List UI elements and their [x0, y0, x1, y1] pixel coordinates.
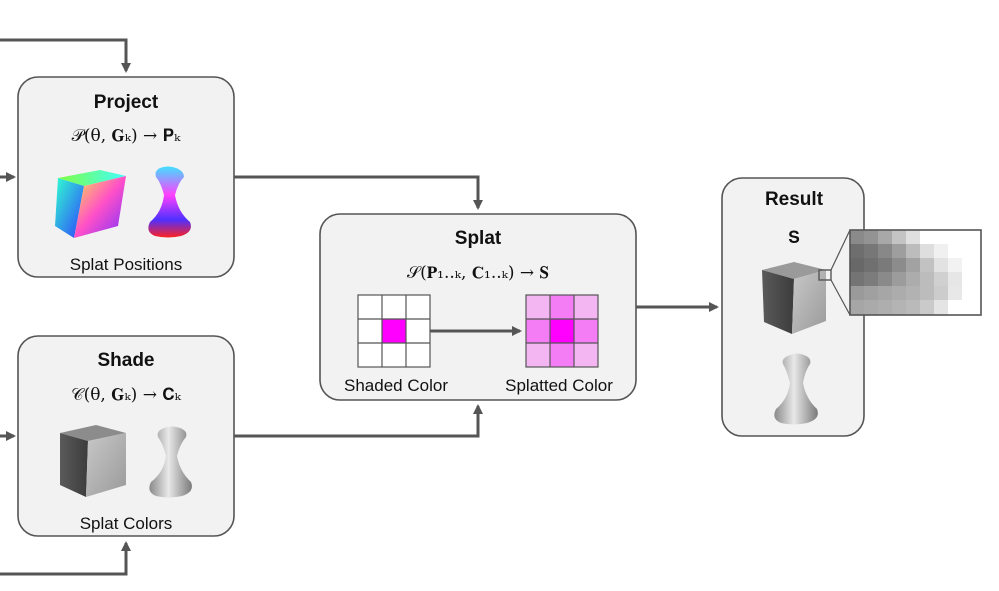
shade-formula: 𝒞(θ, 𝐆ₖ) → 𝐂ₖ: [71, 385, 181, 405]
shaded-pixel: [382, 319, 406, 343]
splat-block: Splat 𝒮(𝐏₁..ₖ, 𝐂₁..ₖ) → 𝐒: [319, 213, 637, 401]
result-hourglass-icon: [774, 353, 818, 425]
result-symbol: 𝐒: [788, 228, 800, 248]
shaded-color-grid: [357, 294, 431, 368]
shade-caption: Splat Colors: [80, 514, 173, 533]
rgb-hourglass-icon: [148, 166, 191, 238]
zoom-pixel-grid: [849, 229, 982, 316]
splatted-color-grid: [525, 294, 599, 368]
result-cube-icon: [762, 262, 826, 334]
grey-cube-icon: [60, 425, 126, 497]
zoom-inset: [818, 229, 982, 316]
zoom-source-marker: [818, 269, 832, 281]
project-caption: Splat Positions: [70, 255, 182, 274]
arrow-bottom-input: [0, 541, 131, 576]
shade-title: Shade: [97, 350, 154, 371]
result-title: Result: [765, 189, 824, 210]
shaded-color-caption: Shaded Color: [344, 376, 448, 395]
arrow-project-to-splat: [234, 175, 483, 210]
arrow-shade-to-splat: [234, 404, 483, 438]
splatted-center-pixel: [550, 319, 574, 343]
shade-block: Shade 𝒞(θ, 𝐆ₖ) → 𝐂ₖ Splat Colors: [17, 335, 235, 537]
grey-hourglass-icon: [149, 426, 192, 498]
project-title: Project: [94, 92, 159, 113]
splat-formula: 𝒮(𝐏₁..ₖ, 𝐂₁..ₖ) → 𝐒: [407, 263, 549, 283]
result-block: Result 𝐒: [721, 177, 865, 437]
rgb-cube-icon: [55, 170, 126, 238]
splat-title: Splat: [455, 228, 502, 249]
project-block: Project 𝒫(θ, 𝐆ₖ) → 𝐏ₖ Splat Positions: [17, 76, 235, 278]
splatted-color-caption: Splatted Color: [505, 376, 613, 395]
arrow-top-input: [0, 38, 131, 73]
project-formula: 𝒫(θ, 𝐆ₖ) → 𝐏ₖ: [72, 126, 182, 146]
